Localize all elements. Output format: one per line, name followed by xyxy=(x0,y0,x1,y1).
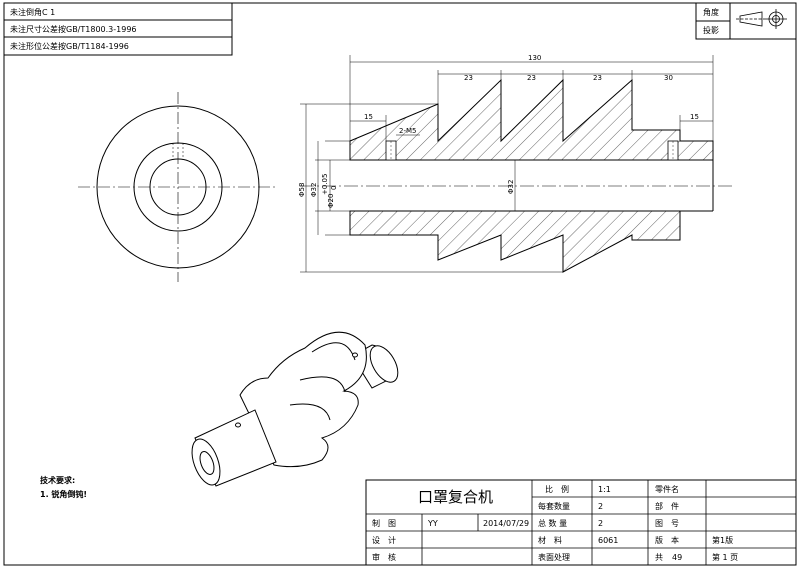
dim-dia-outer: Φ58 xyxy=(298,183,306,197)
dim-dia-bore: Φ20 xyxy=(327,194,335,208)
dim-seg-4: 30 xyxy=(664,74,673,82)
end-view xyxy=(78,92,278,282)
projection-label: 投影 xyxy=(703,25,719,35)
material-label: 材 料 xyxy=(538,535,562,545)
dim-left-end: 15 xyxy=(364,113,373,121)
notes-box: 未注倒角C 1 未注尺寸公差按GB/T1800.3-1996 未注形位公差按GB… xyxy=(3,2,233,56)
dim-right-end: 15 xyxy=(690,113,699,121)
dim-bore-tol: +0.05 xyxy=(321,174,329,195)
page-label: 第 1 页 xyxy=(712,552,738,562)
dim-seg-2: 23 xyxy=(527,74,536,82)
sheet-border xyxy=(3,2,797,566)
note-geo-tolerance: 未注形位公差按GB/T1184-1996 xyxy=(10,41,129,51)
date-value: 2014/07/29 xyxy=(483,519,529,528)
note-chamfer: 未注倒角C 1 xyxy=(10,7,55,17)
version-value: 第1版 xyxy=(712,535,733,545)
dim-overall-length: 130 xyxy=(528,54,541,62)
part-name-label: 零件名 xyxy=(655,484,679,494)
dim-thread: 2-M5 xyxy=(399,127,416,135)
version-label: 版 本 xyxy=(655,535,679,545)
tech-item-1: 1. 锐角倒钝! xyxy=(40,489,87,499)
material-value: 6061 xyxy=(598,536,618,545)
dim-bore-tol-lower: 0 xyxy=(330,186,338,190)
drawing-name: 口罩复合机 xyxy=(418,488,493,506)
surface-label: 表面处理 xyxy=(538,552,570,562)
drawn-label: 制 图 xyxy=(372,518,396,528)
total-value: 2 xyxy=(598,519,603,528)
upper-section-hatch xyxy=(349,78,714,161)
isometric-view xyxy=(191,331,399,487)
title-block: 口罩复合机 比 例 1:1 零件名 每套数量 2 部 件 制 图 YY 2014… xyxy=(365,479,797,566)
drawn-value: YY xyxy=(427,519,438,528)
design-label: 设 计 xyxy=(372,535,396,545)
tech-heading: 技术要求: xyxy=(40,475,75,485)
scale-value: 1:1 xyxy=(598,485,611,494)
lower-section-hatch xyxy=(349,210,681,273)
per-set-label: 每套数量 xyxy=(538,501,570,511)
dim-seg-1: 23 xyxy=(464,74,473,82)
dim-dia-mid: Φ32 xyxy=(310,183,318,197)
projection-box: 角度 投影 xyxy=(695,2,797,40)
note-dim-tolerance: 未注尺寸公差按GB/T1800.3-1996 xyxy=(10,24,137,34)
drawing-no-label: 图 号 xyxy=(655,519,679,528)
tech-requirements: 技术要求: 1. 锐角倒钝! xyxy=(40,475,87,499)
section-view: 130 23 23 23 30 15 15 2-M5 Φ58 Φ32 +0.05… xyxy=(298,54,735,273)
scale-label: 比 例 xyxy=(545,484,569,494)
component-label: 部 件 xyxy=(655,501,679,511)
dim-seg-3: 23 xyxy=(593,74,602,82)
total-pages-value: 49 xyxy=(672,553,682,562)
per-set-value: 2 xyxy=(598,502,603,511)
total-label: 总 数 量 xyxy=(538,518,567,528)
angle-label: 角度 xyxy=(703,7,719,17)
review-label: 审 核 xyxy=(372,552,396,562)
total-pages-label: 共 xyxy=(655,553,663,562)
dim-dia-right: Φ32 xyxy=(507,180,515,194)
first-angle-projection-icon xyxy=(736,9,787,29)
